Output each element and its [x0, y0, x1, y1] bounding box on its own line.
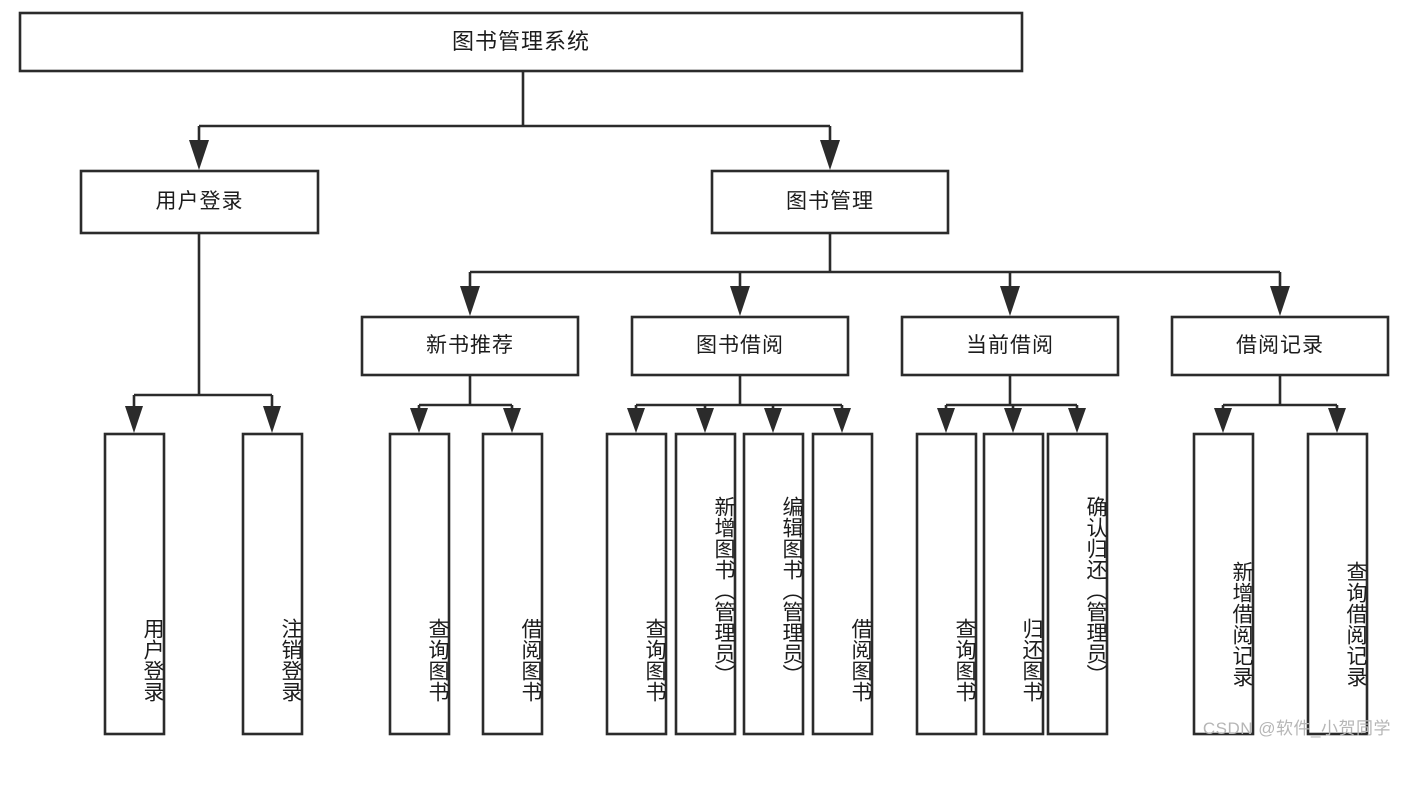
arrow-head-leaf-bb-2 [764, 408, 782, 433]
leaf-box-current-borrow-0[interactable] [915, 432, 978, 736]
leaf-box-user-login-0[interactable] [103, 432, 166, 736]
arrow-head-leaf-nb-0 [410, 408, 428, 433]
diagram-canvas: 图书管理系统 用户登录 图书管理 新书推荐 图书借阅 当前借阅 借阅记录 用户登… [18, 11, 1391, 738]
arrow-head-leaf-br-1 [1328, 408, 1346, 433]
arrow-head-current-borrow [1000, 286, 1020, 316]
leaf-box-borrow-record-0[interactable] [1192, 432, 1255, 736]
node-box-root[interactable] [18, 11, 1024, 73]
leaf-box-new-book-1[interactable] [481, 432, 544, 736]
arrow-head-leaf-ul-1 [263, 406, 281, 433]
arrow-head-leaf-cb-2 [1068, 408, 1086, 433]
arrow-head-user-login [189, 140, 209, 170]
node-box-new-book-recommend[interactable] [360, 315, 580, 377]
node-box-user-login[interactable] [79, 169, 320, 235]
leaf-box-new-book-0[interactable] [388, 432, 451, 736]
arrow-head-leaf-bb-0 [627, 408, 645, 433]
arrow-head-leaf-br-0 [1214, 408, 1232, 433]
arrow-head-leaf-bb-3 [833, 408, 851, 433]
arrow-head-new-book-recommend [460, 286, 480, 316]
leaf-box-book-borrow-2[interactable] [742, 432, 805, 736]
node-box-book-management[interactable] [710, 169, 950, 235]
leaf-box-current-borrow-1[interactable] [982, 432, 1045, 736]
arrow-head-leaf-nb-1 [503, 408, 521, 433]
arrow-head-leaf-cb-0 [937, 408, 955, 433]
leaf-box-book-borrow-3[interactable] [811, 432, 874, 736]
node-box-book-borrow[interactable] [630, 315, 850, 377]
arrow-head-leaf-bb-1 [696, 408, 714, 433]
arrow-head-book-borrow [730, 286, 750, 316]
node-box-borrow-record[interactable] [1170, 315, 1390, 377]
arrow-head-leaf-cb-1 [1004, 408, 1022, 433]
leaf-box-book-borrow-0[interactable] [605, 432, 668, 736]
arrow-head-book-management [820, 140, 840, 170]
leaf-box-user-login-1[interactable] [241, 432, 304, 736]
leaf-box-book-borrow-1[interactable] [674, 432, 737, 736]
diagram-graphics [18, 11, 1390, 736]
node-box-current-borrow[interactable] [900, 315, 1120, 377]
arrow-head-borrow-record [1270, 286, 1290, 316]
arrow-head-leaf-ul-0 [125, 406, 143, 433]
leaf-box-current-borrow-2[interactable] [1046, 432, 1109, 736]
leaf-box-borrow-record-1[interactable] [1306, 432, 1369, 736]
